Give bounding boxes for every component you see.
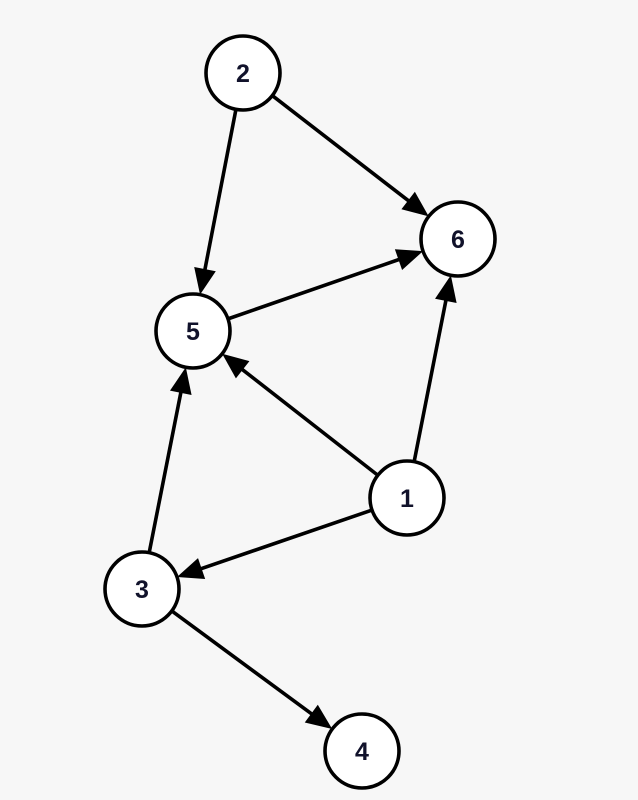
edge-2-to-5 (202, 108, 238, 272)
node-label-2: 2 (236, 60, 250, 88)
node-circle-6[interactable] (419, 200, 497, 278)
arrowhead-5-to-6 (394, 249, 424, 271)
edge-3-to-5 (147, 390, 183, 554)
node-circle-2[interactable] (204, 34, 282, 112)
node-label-6: 6 (451, 226, 465, 254)
node-circle-3[interactable] (103, 550, 181, 628)
arrowhead-1-to-6 (435, 275, 457, 303)
node-label-4: 4 (355, 738, 369, 766)
edge-1-to-6 (412, 298, 448, 463)
arrowhead-3-to-4 (304, 704, 333, 730)
node-circle-5[interactable] (154, 292, 232, 370)
edge-3-to-4 (170, 609, 314, 717)
node-circle-1[interactable] (368, 459, 446, 537)
node-5[interactable]: 5 (154, 292, 232, 370)
arrowhead-1-to-5 (222, 353, 250, 379)
node-6[interactable]: 6 (419, 200, 497, 278)
arrowhead-2-to-6 (401, 191, 429, 217)
node-3[interactable]: 3 (103, 550, 181, 628)
node-2[interactable]: 2 (204, 34, 282, 112)
arrowhead-3-to-5 (169, 367, 192, 395)
node-label-5: 5 (186, 318, 200, 346)
edge-1-to-3 (199, 508, 373, 571)
node-4[interactable]: 4 (323, 712, 401, 790)
nodes-layer: 2 6 5 1 3 4 (103, 34, 497, 790)
edges-layer (147, 94, 457, 730)
edge-2-to-6 (271, 94, 411, 204)
edge-1-to-5 (239, 367, 379, 477)
node-1[interactable]: 1 (368, 459, 446, 537)
node-circle-4[interactable] (323, 712, 401, 790)
edge-5-to-6 (227, 257, 401, 321)
node-label-1: 1 (400, 485, 414, 513)
arrowhead-1-to-3 (176, 558, 206, 579)
node-label-3: 3 (135, 576, 149, 604)
arrowhead-2-to-5 (194, 267, 216, 295)
